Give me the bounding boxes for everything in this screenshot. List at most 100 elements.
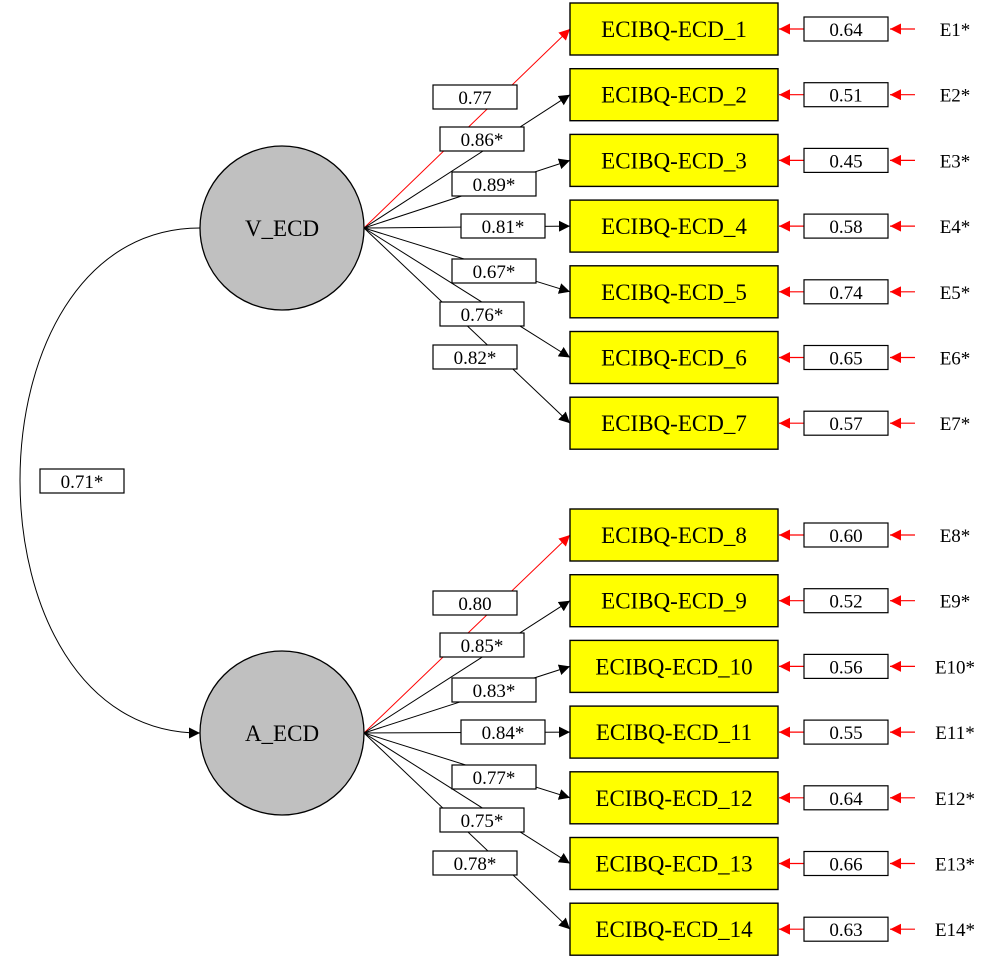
error-variance-label: 0.58 — [829, 217, 862, 238]
error-variance-label: 0.65 — [829, 349, 862, 370]
indicator-label: ECIBQ-ECD_5 — [601, 280, 747, 305]
indicator-label: ECIBQ-ECD_8 — [601, 523, 747, 548]
error-variance-label: 0.52 — [829, 592, 862, 613]
error-variance-label: 0.66 — [829, 855, 862, 876]
indicator-label: ECIBQ-ECD_10 — [595, 654, 752, 679]
indicator-label: ECIBQ-ECD_6 — [601, 346, 747, 371]
indicator-box — [569, 639, 779, 694]
error-term-label: E11* — [935, 723, 974, 744]
indicator-box — [569, 902, 779, 956]
error-term-label: E13* — [935, 855, 975, 876]
error-term-label: E2* — [940, 86, 971, 107]
indicator-label: ECIBQ-ECD_11 — [596, 720, 752, 745]
error-term-label: E9* — [940, 592, 971, 613]
indicator-box — [569, 836, 779, 891]
error-variance-label: 0.60 — [829, 526, 862, 547]
error-variance-label: 0.45 — [829, 151, 862, 172]
indicator-box — [569, 574, 779, 628]
error-variance-label: 0.55 — [829, 723, 862, 744]
loading-box — [451, 258, 537, 284]
error-variance-box — [803, 785, 889, 811]
loading-label: 0.80 — [458, 594, 491, 615]
indicator-box — [569, 330, 779, 385]
error-variance-box — [803, 410, 889, 436]
error-variance-box — [803, 279, 889, 305]
indicator-label: ECIBQ-ECD_1 — [601, 17, 747, 42]
loading-box — [460, 719, 546, 745]
error-variance-label: 0.74 — [829, 283, 863, 304]
loading-box — [439, 301, 525, 327]
error-variance-box — [803, 16, 889, 42]
loading-path — [363, 600, 571, 734]
error-variance-box — [803, 653, 889, 680]
indicator-box — [569, 133, 779, 188]
indicator-box — [569, 396, 779, 450]
loading-box — [432, 850, 518, 876]
error-variance-box — [803, 147, 889, 173]
correlation-curve — [19, 222, 212, 739]
correlation-box — [39, 468, 125, 494]
error-variance-box — [803, 719, 889, 745]
loading-path — [363, 94, 571, 229]
error-variance-label: 0.63 — [829, 920, 862, 941]
loading-label: 0.78* — [454, 854, 497, 875]
error-variance-box — [803, 522, 889, 548]
indicator-label: ECIBQ-ECD_13 — [595, 852, 752, 877]
latent-label: V_ECD — [245, 216, 319, 241]
error-variance-box — [803, 82, 889, 108]
indicator-box — [569, 705, 779, 759]
loading-label: 0.85* — [461, 636, 504, 657]
loading-label: 0.83* — [473, 681, 516, 702]
indicator-box — [569, 199, 779, 253]
indicator-box — [569, 2, 779, 56]
loading-label: 0.84* — [482, 723, 525, 744]
indicator-label: ECIBQ-ECD_4 — [601, 214, 747, 239]
error-variance-box — [803, 916, 889, 942]
loading-path — [363, 227, 571, 358]
error-variance-label: 0.56 — [829, 657, 862, 678]
loading-label: 0.75* — [461, 811, 504, 832]
error-variance-box — [803, 850, 889, 877]
error-variance-box — [803, 344, 889, 371]
loading-label: 0.82* — [454, 348, 497, 369]
loading-box — [451, 171, 537, 197]
error-term-label: E5* — [940, 283, 971, 304]
loading-label: 0.67* — [473, 262, 516, 283]
indicator-label: ECIBQ-ECD_3 — [601, 148, 747, 173]
loading-box — [460, 213, 546, 239]
error-term-label: E10* — [935, 657, 975, 678]
loading-label: 0.86* — [461, 130, 504, 151]
loading-box — [439, 126, 525, 152]
error-term-label: E6* — [940, 349, 971, 370]
error-term-label: E14* — [935, 920, 975, 941]
error-variance-label: 0.64 — [829, 789, 863, 810]
indicator-label: ECIBQ-ECD_12 — [595, 786, 752, 811]
error-term-label: E8* — [940, 526, 971, 547]
indicator-box — [569, 508, 779, 562]
latent-circle — [199, 145, 365, 311]
loading-box — [439, 632, 525, 658]
loading-path — [363, 732, 571, 864]
loading-box — [432, 84, 518, 110]
loading-box — [451, 764, 537, 790]
indicator-box — [569, 265, 779, 319]
loading-box — [432, 344, 518, 370]
loading-box — [432, 590, 518, 616]
indicator-label: ECIBQ-ECD_14 — [595, 917, 753, 942]
indicator-box — [569, 67, 779, 122]
loading-label: 0.89* — [473, 175, 516, 196]
error-term-label: E7* — [940, 414, 971, 435]
error-term-label: E1* — [940, 20, 971, 41]
error-term-label: E3* — [940, 151, 971, 172]
error-variance-label: 0.64 — [829, 20, 863, 41]
indicator-label: ECIBQ-ECD_9 — [601, 589, 747, 614]
error-term-label: E12* — [935, 789, 975, 810]
latent-circle — [199, 650, 365, 816]
loading-label: 0.76* — [461, 305, 504, 326]
latent-label: A_ECD — [245, 721, 319, 746]
error-variance-box — [803, 588, 889, 614]
indicator-label: ECIBQ-ECD_2 — [601, 83, 747, 108]
error-variance-label: 0.51 — [829, 86, 862, 107]
loading-label: 0.77 — [458, 88, 491, 109]
